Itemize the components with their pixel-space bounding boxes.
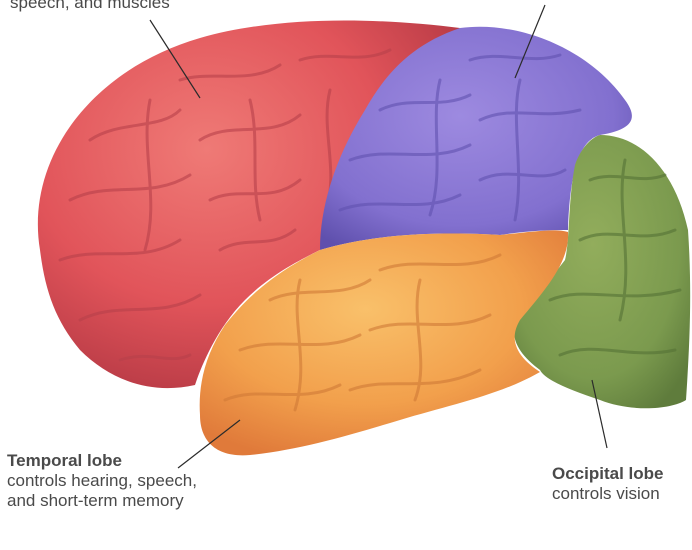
occipital-lobe-title: Occipital lobe	[552, 464, 663, 484]
temporal-lobe-description: controls hearing, speech, and short-term…	[7, 471, 207, 511]
temporal-lobe-title: Temporal lobe	[7, 451, 207, 471]
frontal-lobe-label: speech, and muscles	[10, 0, 170, 13]
occipital-lobe-label: Occipital lobe controls vision	[552, 464, 663, 504]
frontal-lobe-description: speech, and muscles	[10, 0, 170, 13]
occipital-lobe-description: controls vision	[552, 484, 663, 504]
temporal-lobe-label: Temporal lobe controls hearing, speech, …	[7, 451, 207, 511]
